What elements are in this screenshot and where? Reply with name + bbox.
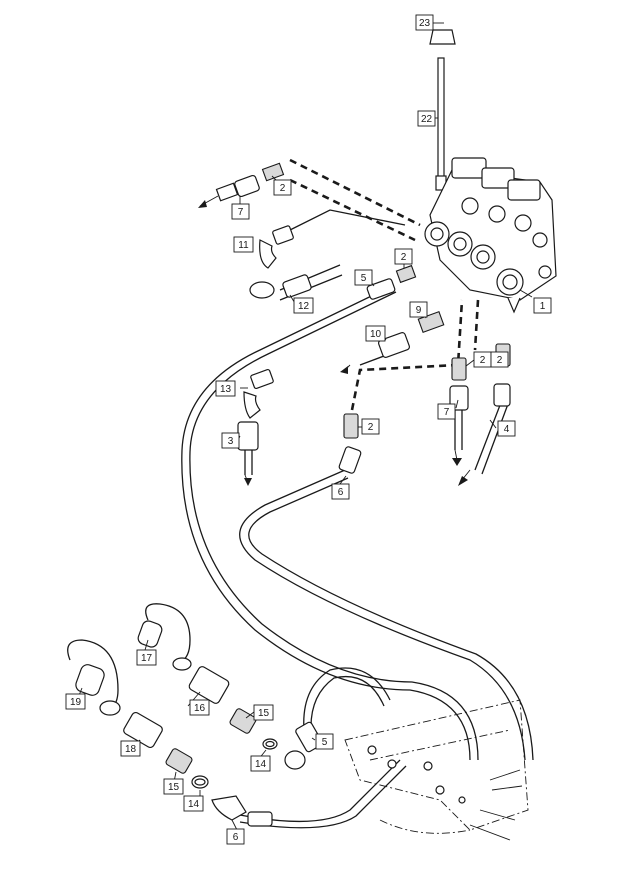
callout-14-left: 14 bbox=[183, 795, 204, 812]
svg-text:15: 15 bbox=[168, 782, 180, 793]
svg-text:11: 11 bbox=[238, 240, 249, 251]
callout-7-right: 7 bbox=[437, 403, 456, 420]
callouts: 23 22 1 2 7 11 12 5 2 9 10 13 3 2 6 2 2 … bbox=[65, 14, 552, 845]
callout-2-mid: 2 bbox=[361, 418, 380, 435]
svg-text:14: 14 bbox=[255, 759, 267, 770]
control-lever bbox=[429, 29, 456, 191]
callout-23: 23 bbox=[415, 14, 434, 31]
callout-5-lower: 5 bbox=[315, 733, 334, 750]
svg-text:14: 14 bbox=[188, 799, 200, 810]
callout-17: 17 bbox=[136, 649, 157, 666]
svg-text:17: 17 bbox=[141, 653, 153, 664]
dashed-routing-lines bbox=[289, 158, 480, 411]
callout-14-right: 14 bbox=[250, 755, 271, 772]
callout-22: 22 bbox=[417, 110, 436, 127]
callout-2-center: 2 bbox=[394, 248, 413, 265]
svg-text:2: 2 bbox=[497, 355, 503, 366]
callout-18: 18 bbox=[120, 740, 141, 757]
control-valve-block bbox=[424, 157, 557, 314]
callout-11: 11 bbox=[233, 236, 254, 253]
callout-1: 1 bbox=[533, 297, 552, 314]
svg-text:12: 12 bbox=[298, 301, 310, 312]
svg-text:7: 7 bbox=[444, 407, 450, 418]
callout-15-left: 15 bbox=[163, 778, 184, 795]
callout-15-right: 15 bbox=[253, 704, 274, 721]
callout-2-right-a: 2 bbox=[473, 351, 492, 368]
svg-text:13: 13 bbox=[220, 384, 232, 395]
svg-text:2: 2 bbox=[368, 422, 374, 433]
svg-text:3: 3 bbox=[228, 436, 234, 447]
flow-arrows bbox=[198, 195, 471, 486]
svg-text:1: 1 bbox=[540, 301, 546, 312]
callout-12: 12 bbox=[293, 297, 314, 314]
svg-text:16: 16 bbox=[194, 703, 206, 714]
callout-16: 16 bbox=[189, 699, 210, 716]
svg-text:19: 19 bbox=[70, 697, 82, 708]
svg-text:22: 22 bbox=[421, 114, 433, 125]
svg-text:5: 5 bbox=[361, 273, 367, 284]
callout-4: 4 bbox=[497, 420, 516, 437]
svg-text:9: 9 bbox=[416, 305, 422, 316]
svg-text:23: 23 bbox=[419, 18, 431, 29]
callout-2-right-b: 2 bbox=[490, 351, 509, 368]
callout-6-upper: 6 bbox=[331, 483, 350, 500]
svg-text:18: 18 bbox=[125, 744, 137, 755]
callout-5-upper: 5 bbox=[354, 269, 373, 286]
svg-text:4: 4 bbox=[504, 424, 510, 435]
svg-text:15: 15 bbox=[258, 708, 270, 719]
callout-3: 3 bbox=[221, 432, 240, 449]
callout-2-top-left: 2 bbox=[273, 179, 292, 196]
svg-text:6: 6 bbox=[338, 487, 344, 498]
svg-text:2: 2 bbox=[480, 355, 486, 366]
tractor-frame bbox=[344, 699, 529, 841]
callout-19: 19 bbox=[65, 693, 86, 710]
callout-10: 10 bbox=[365, 325, 386, 342]
callout-7-top-left: 7 bbox=[231, 203, 250, 220]
callout-13: 13 bbox=[215, 380, 236, 397]
callout-9: 9 bbox=[409, 301, 428, 318]
fittings bbox=[67, 162, 511, 827]
svg-text:7: 7 bbox=[238, 207, 244, 218]
svg-text:5: 5 bbox=[322, 737, 328, 748]
svg-text:2: 2 bbox=[401, 252, 407, 263]
hoses bbox=[181, 209, 534, 829]
callout-6-lower: 6 bbox=[226, 828, 245, 845]
svg-text:6: 6 bbox=[233, 832, 239, 843]
svg-text:10: 10 bbox=[370, 329, 382, 340]
svg-text:2: 2 bbox=[280, 183, 286, 194]
